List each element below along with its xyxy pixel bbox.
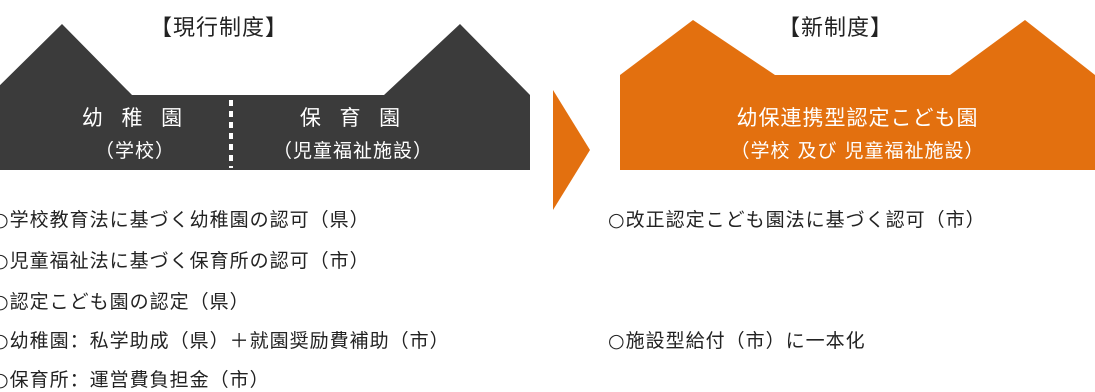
current-note-1: ○学校教育法に基づく幼稚園の認可（県）	[0, 209, 370, 231]
kindergarten-label: 幼 稚 園 （学校）	[50, 102, 220, 163]
transition-arrow	[553, 90, 590, 210]
new-note-2: ○施設型給付（市）に一本化	[608, 330, 866, 352]
new-note-1: ○改正認定こども園法に基づく認可（市）	[608, 209, 986, 231]
new-system-house	[620, 20, 1095, 170]
nursery-type: （児童福祉施設）	[272, 140, 433, 162]
current-note-3: ○認定こども園の認定（県）	[0, 291, 250, 313]
nursery-name: 保 育 園	[299, 106, 407, 130]
new-facility-name: 幼保連携型認定こども園	[736, 106, 979, 130]
new-facility-label: 幼保連携型認定こども園 （学校 及び 児童福祉施設）	[620, 102, 1095, 163]
new-facility-type: （学校 及び 児童福祉施設）	[730, 140, 985, 162]
current-note-5: ○保育所：運営費負担金（市）	[0, 369, 270, 391]
current-system-title: 【現行制度】	[150, 16, 289, 41]
current-note-2: ○児童福祉法に基づく保育所の認可（市）	[0, 250, 370, 272]
current-system-house	[0, 24, 530, 170]
nursery-label: 保 育 園 （児童福祉施設）	[238, 102, 468, 163]
kindergarten-type: （学校）	[94, 140, 175, 162]
new-system-title: 【新制度】	[778, 16, 894, 41]
kindergarten-name: 幼 稚 園	[81, 106, 189, 130]
current-note-4: ○幼稚園：私学助成（県）＋就園奨励費補助（市）	[0, 330, 450, 352]
